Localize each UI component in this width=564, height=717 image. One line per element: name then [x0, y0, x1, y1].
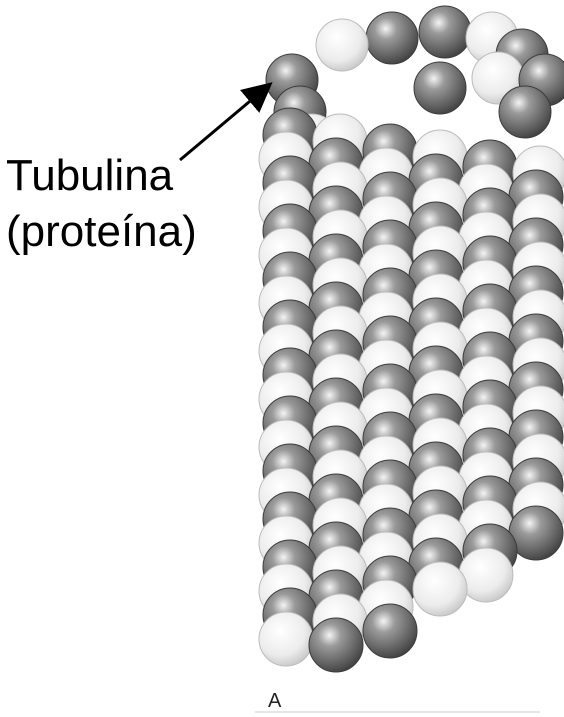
- beta-tubulin-sphere: [259, 612, 313, 666]
- pointer-arrow: [180, 86, 268, 160]
- alpha-tubulin-sphere: [419, 6, 471, 58]
- alpha-tubulin-sphere: [499, 86, 551, 138]
- annotation-line-2: (proteína): [6, 206, 197, 258]
- panel-label: A: [268, 690, 281, 713]
- annotation-line-1: Tubulina: [6, 150, 173, 202]
- alpha-tubulin-sphere: [309, 618, 363, 672]
- beta-tubulin-sphere: [413, 562, 467, 616]
- tubulin-spheres: [259, 6, 564, 672]
- alpha-tubulin-sphere: [366, 12, 418, 64]
- beta-tubulin-sphere: [316, 19, 368, 71]
- beta-tubulin-sphere: [459, 548, 513, 602]
- alpha-tubulin-sphere: [363, 604, 417, 658]
- alpha-tubulin-sphere: [414, 62, 466, 114]
